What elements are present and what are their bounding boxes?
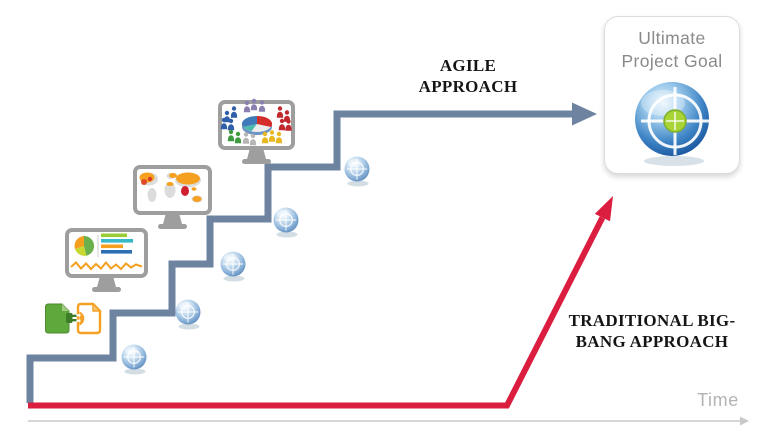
goal-title-line1: Ultimate — [638, 28, 706, 48]
time-axis-arrowhead — [740, 416, 749, 426]
agile-approach-label: AGILE APPROACH — [393, 55, 543, 97]
traditional-arrowhead — [594, 196, 613, 222]
checkpoint-sphere-icon — [272, 206, 300, 239]
agile-approach-line2: APPROACH — [418, 77, 518, 96]
dashboard-monitor-icon — [65, 228, 148, 292]
world-map-monitor-icon — [133, 165, 212, 229]
time-axis — [28, 416, 749, 426]
traditional-approach-line2: BANG APPROACH — [575, 332, 729, 351]
checkpoint-sphere-icon — [120, 343, 148, 376]
checkpoint-sphere-icon — [174, 298, 202, 331]
integration-docs-icon — [45, 302, 102, 335]
agile-arrowhead — [572, 102, 597, 126]
checkpoint-sphere-icon — [219, 250, 247, 283]
goal-card-title: Ultimate Project Goal — [605, 27, 739, 73]
traditional-approach-line1: TRADITIONAL BIG- — [568, 311, 736, 330]
time-axis-label: Time — [697, 390, 739, 410]
agile-staircase — [26, 102, 597, 403]
traditional-arrow — [28, 196, 613, 409]
audience-pie-monitor-icon — [218, 98, 295, 164]
agile-approach-line1: AGILE — [439, 56, 497, 75]
goal-title-line2: Project Goal — [621, 51, 723, 71]
traditional-approach-label: TRADITIONAL BIG- BANG APPROACH — [563, 310, 741, 352]
goal-card: Ultimate Project Goal — [604, 16, 740, 174]
target-sphere-icon — [635, 82, 709, 166]
checkpoint-sphere-icon — [343, 155, 371, 188]
